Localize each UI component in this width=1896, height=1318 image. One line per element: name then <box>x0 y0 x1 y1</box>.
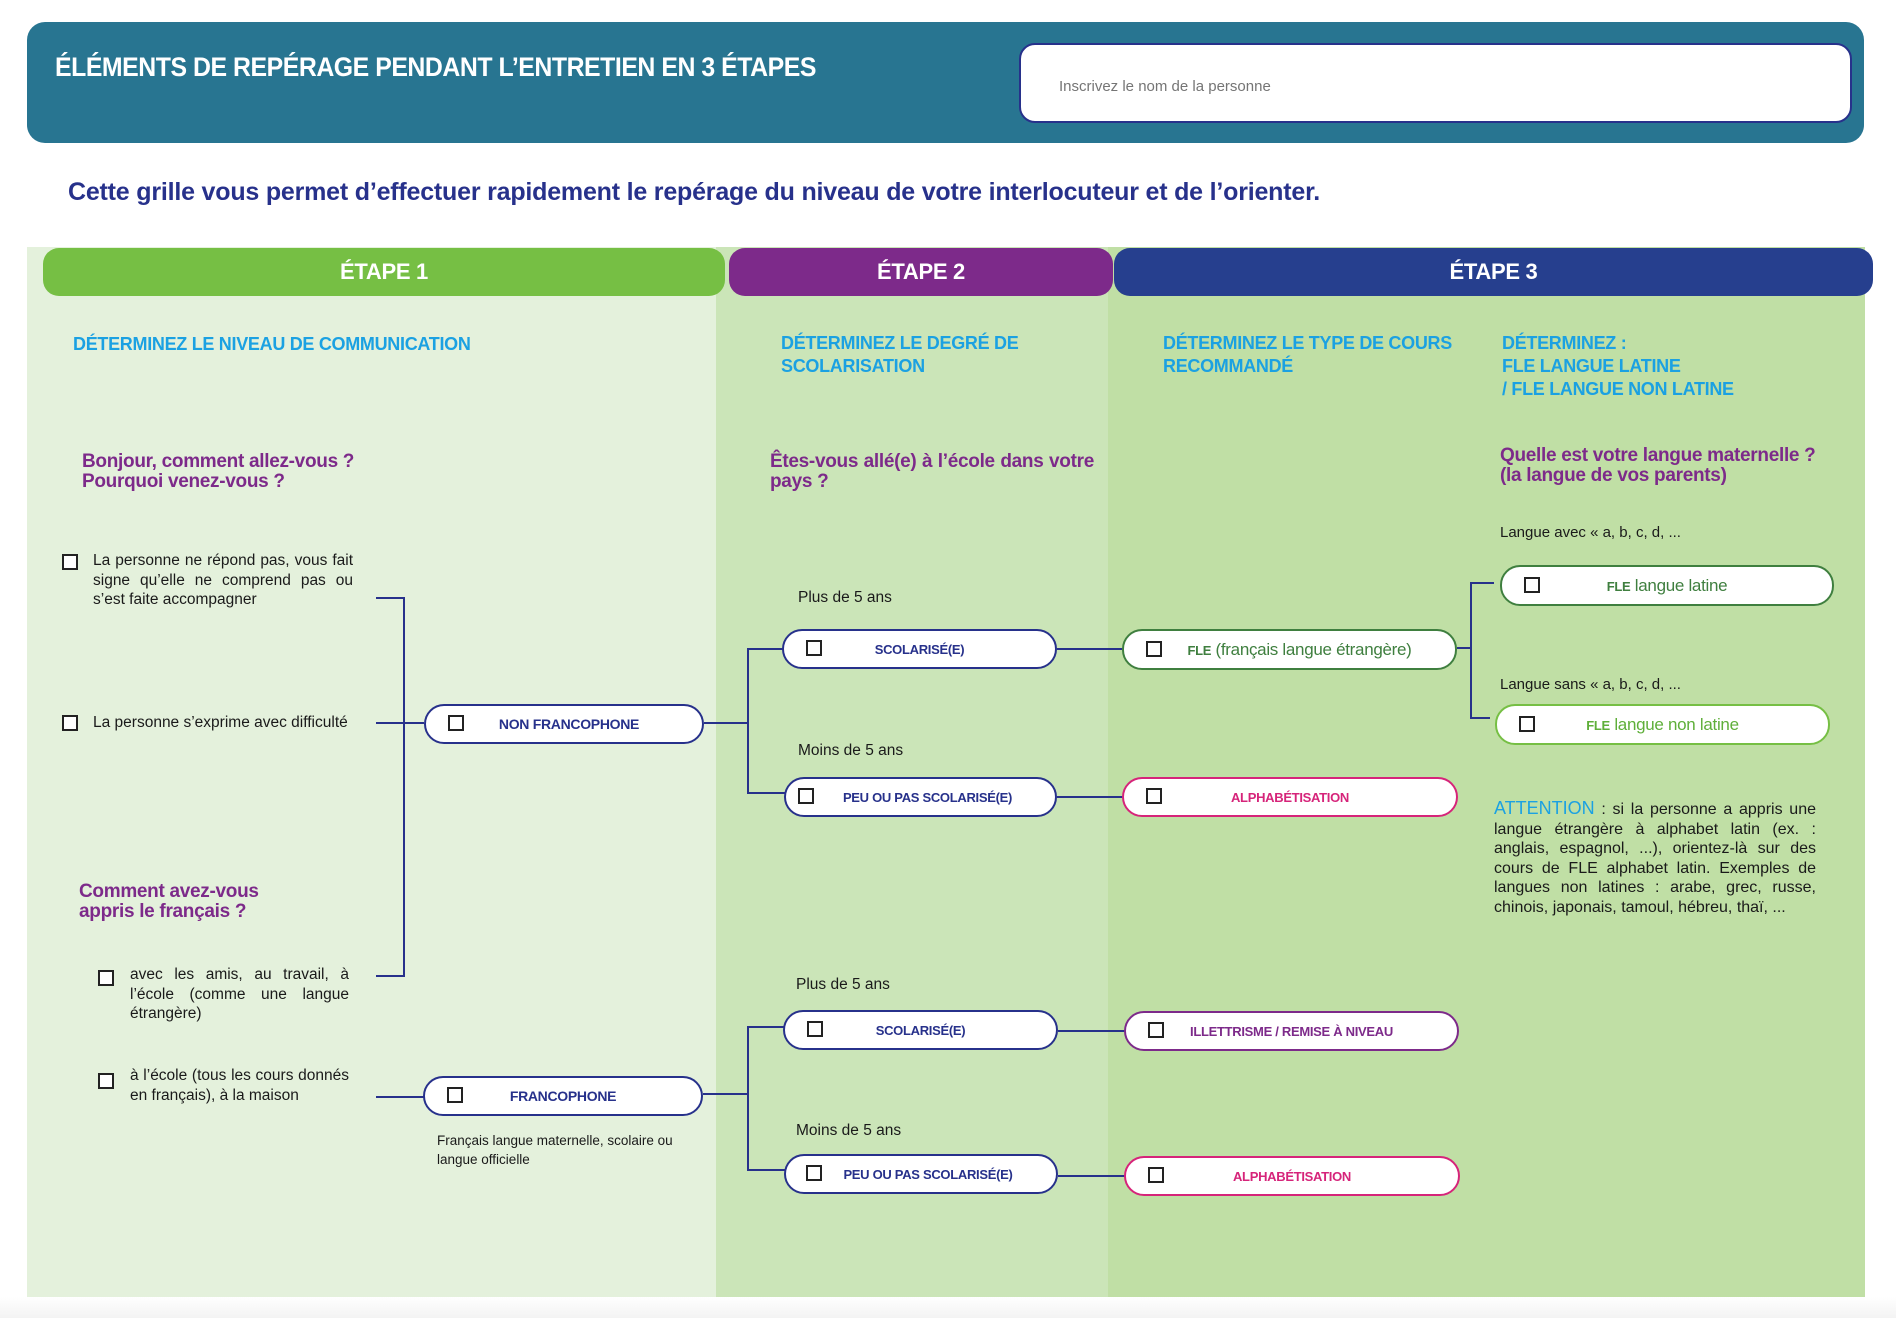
option-difficulty: La personne s’exprime avec difficulté <box>93 714 348 731</box>
illettrisme-option[interactable]: ILLETTRISME / REMISE À NIVEAU <box>1124 1011 1459 1051</box>
alphabetisation-option-2[interactable]: ALPHABÉTISATION <box>1124 1156 1460 1196</box>
attention-keyword: ATTENTION <box>1494 798 1595 818</box>
branch2-plus-label: Plus de 5 ans <box>796 976 890 993</box>
checkbox-non-francophone[interactable] <box>448 715 464 731</box>
connector <box>747 648 749 794</box>
fle-label: FLE (français langue étrangère) <box>1124 640 1455 660</box>
step3-question: Quelle est votre langue maternelle ? (la… <box>1500 445 1816 486</box>
alphabetisation-label-1: ALPHABÉTISATION <box>1230 789 1350 805</box>
fle-non-latine-option[interactable]: FLE langue non latine <box>1495 704 1830 745</box>
connector <box>403 597 405 977</box>
langue-avec-label: Langue avec « a, b, c, d, ... <box>1500 524 1681 541</box>
non-francophone-label: NON FRANCOPHONE <box>498 716 640 732</box>
checkbox-alphabetisation-1[interactable] <box>1146 788 1162 804</box>
option-learned-foreign: avec les amis, au travail, à l’école (co… <box>130 966 349 1022</box>
checkbox-branch1-scolarise[interactable] <box>806 640 822 656</box>
connector <box>704 722 749 724</box>
step3-column <box>1108 247 1865 1297</box>
connector <box>1470 582 1494 584</box>
connector <box>747 792 785 794</box>
attention-text: : si la personne a appris une langue étr… <box>1494 801 1816 916</box>
connector <box>1057 648 1123 650</box>
checkbox-alphabetisation-2[interactable] <box>1148 1167 1164 1183</box>
alphabetisation-option-1[interactable]: ALPHABÉTISATION <box>1122 777 1458 817</box>
fle-non-latine-rest: langue non latine <box>1609 714 1739 734</box>
step1-question2: Comment avez-vous appris le français ? <box>79 881 259 922</box>
checkbox-fle-latine[interactable] <box>1524 576 1540 593</box>
connector <box>376 975 405 977</box>
step1-question1: Bonjour, comment allez-vous ? Pourquoi v… <box>82 451 355 492</box>
fle-latine-rest: langue latine <box>1630 575 1728 595</box>
checkbox-fle[interactable] <box>1146 640 1162 657</box>
fle-latine-label: FLE langue latine <box>1502 576 1832 596</box>
francophone-option[interactable]: FRANCOPHONE <box>423 1076 703 1116</box>
checkbox-branch1-peu-scolarise[interactable] <box>798 788 814 804</box>
branch2-peu-scolarise-label: PEU OU PAS SCOLARISÉ(E) <box>843 1166 1013 1182</box>
branch1-peu-scolarise-label: PEU OU PAS SCOLARISÉ(E) <box>842 789 1013 805</box>
connector <box>1057 796 1123 798</box>
page-bottom <box>0 1297 1896 1318</box>
checkbox-branch2-peu-scolarise[interactable] <box>806 1165 822 1181</box>
fle-latine-prefix: FLE <box>1606 578 1631 594</box>
connector <box>376 597 405 599</box>
step1-header: ÉTAPE 1 <box>43 248 725 296</box>
connector <box>1058 1175 1125 1177</box>
branch1-peu-scolarise-option[interactable]: PEU OU PAS SCOLARISÉ(E) <box>784 777 1057 817</box>
branch1-moins-label: Moins de 5 ans <box>798 742 904 759</box>
attention-note: ATTENTION : si la personne a appris une … <box>1494 798 1816 918</box>
alphabetisation-label-2: ALPHABÉTISATION <box>1232 1168 1352 1184</box>
branch2-scolarise-option[interactable]: SCOLARISÉ(E) <box>783 1010 1058 1050</box>
step2-column <box>716 247 1108 1297</box>
connector <box>747 648 783 650</box>
checkbox-illettrisme[interactable] <box>1148 1022 1164 1038</box>
connector <box>1470 717 1490 719</box>
checkbox-fle-non-latine[interactable] <box>1519 715 1535 732</box>
connector <box>1470 582 1472 719</box>
step3-header: ÉTAPE 3 <box>1114 248 1873 296</box>
branch1-scolarise-option[interactable]: SCOLARISÉ(E) <box>782 629 1057 669</box>
fle-rest: (français langue étrangère) <box>1211 639 1412 659</box>
connector <box>1457 647 1472 649</box>
branch2-scolarise-label: SCOLARISÉ(E) <box>875 1022 966 1038</box>
step3-latin-title: DÉTERMINEZ : FLE LANGUE LATINE / FLE LAN… <box>1502 333 1734 399</box>
connector <box>747 1026 784 1028</box>
connector <box>703 1093 749 1095</box>
francophone-note: Français langue maternelle, scolaire ou … <box>437 1133 673 1167</box>
branch1-scolarise-label: SCOLARISÉ(E) <box>874 641 965 657</box>
option-no-response: La personne ne répond pas, vous fait sig… <box>93 552 353 608</box>
illettrisme-label: ILLETTRISME / REMISE À NIVEAU <box>1190 1023 1393 1039</box>
checkbox-francophone[interactable] <box>447 1087 463 1103</box>
connector <box>747 1026 749 1171</box>
checkbox-learned-foreign[interactable] <box>98 970 114 986</box>
connector <box>747 1169 785 1171</box>
fle-non-latine-prefix: FLE <box>1586 717 1610 733</box>
step1-column <box>27 247 716 1297</box>
branch2-moins-label: Moins de 5 ans <box>796 1122 902 1139</box>
connector <box>376 1096 424 1098</box>
fle-prefix: FLE <box>1187 642 1212 658</box>
fle-latine-option[interactable]: FLE langue latine <box>1500 565 1834 606</box>
checkbox-no-response[interactable] <box>62 554 78 570</box>
fle-non-latine-label: FLE langue non latine <box>1497 715 1828 735</box>
non-francophone-option[interactable]: NON FRANCOPHONE <box>424 704 704 744</box>
option-learned-school: à l’école (tous les cours donnés en fran… <box>130 1067 349 1104</box>
step2-section-title: DÉTERMINEZ LE DEGRÉ DE SCOLARISATION <box>781 333 1019 376</box>
page-subtitle: Cette grille vous permet d’effectuer rap… <box>68 178 1320 206</box>
step2-header: ÉTAPE 2 <box>729 248 1113 296</box>
connector <box>1058 1030 1125 1032</box>
langue-sans-label: Langue sans « a, b, c, d, ... <box>1500 676 1681 693</box>
person-name-input[interactable] <box>1019 43 1852 123</box>
checkbox-learned-school[interactable] <box>98 1073 114 1089</box>
step2-question: Êtes-vous allé(e) à l’école dans votre p… <box>770 451 1094 492</box>
francophone-label: FRANCOPHONE <box>509 1088 617 1104</box>
checkbox-branch2-scolarise[interactable] <box>807 1021 823 1037</box>
checkbox-difficulty[interactable] <box>62 715 78 731</box>
page-title: ÉLÉMENTS DE REPÉRAGE PENDANT L’ENTRETIEN… <box>55 52 816 82</box>
connector <box>376 722 424 724</box>
step1-section-title: DÉTERMINEZ LE NIVEAU DE COMMUNICATION <box>73 334 471 354</box>
fle-option[interactable]: FLE (français langue étrangère) <box>1122 629 1457 670</box>
branch2-peu-scolarise-option[interactable]: PEU OU PAS SCOLARISÉ(E) <box>784 1154 1058 1194</box>
step3-course-title: DÉTERMINEZ LE TYPE DE COURS RECOMMANDÉ <box>1163 333 1452 376</box>
branch1-plus-label: Plus de 5 ans <box>798 589 892 606</box>
